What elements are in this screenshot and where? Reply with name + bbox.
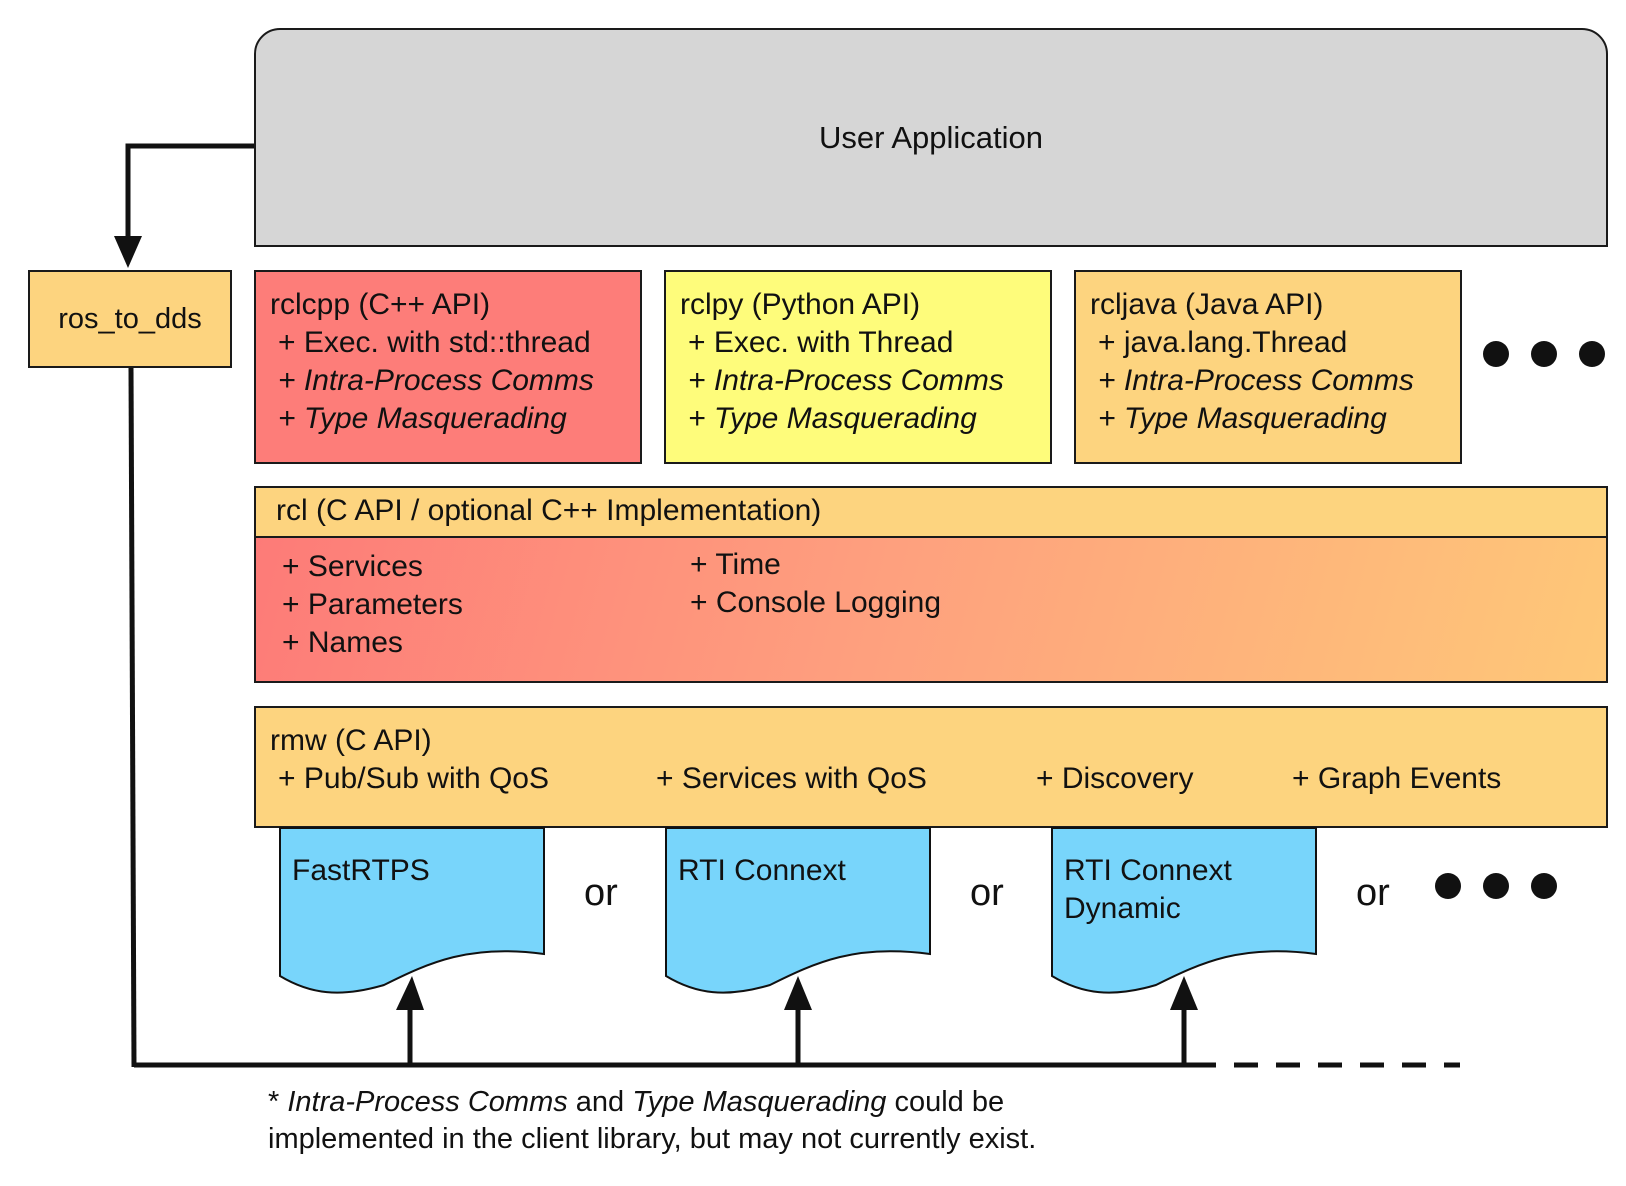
client-library-rcljava: rcljava (Java API) + java.lang.Thread + …	[1074, 270, 1462, 464]
ellipsis-dot	[1483, 873, 1509, 899]
footnote-term: Type Masquerading	[632, 1086, 887, 1118]
rcl-feature: + Time	[690, 548, 781, 581]
rcl-feature: + Names	[282, 626, 403, 659]
arrow-head-up	[784, 976, 812, 1010]
rcl-feature: + Console Logging	[690, 586, 942, 619]
implementation-label-rti-connext-dynamic: RTI Connext Dynamic	[1064, 852, 1232, 928]
user-app-connector-line	[125, 143, 254, 244]
rcl-feature: + Services	[282, 550, 423, 583]
arrow-head-up	[396, 976, 424, 1010]
footnote-text: and	[567, 1086, 633, 1118]
rmw-title: rmw (C API)	[270, 724, 432, 757]
implementation-shape-fastrtps	[279, 827, 545, 994]
client-library-title: rcljava (Java API)	[1090, 288, 1324, 321]
client-library-feature: + java.lang.Thread	[1098, 326, 1348, 359]
ros-to-dds-label: ros_to_dds	[58, 302, 202, 335]
rmw-feature: + Services with QoS	[656, 762, 927, 795]
footnote-text: could be	[886, 1086, 1005, 1118]
ellipsis-dot	[1531, 873, 1557, 899]
implementation-label-rti-connext: RTI Connext	[678, 852, 846, 890]
ellipsis-dot	[1531, 341, 1557, 367]
ellipsis-dot	[1579, 341, 1605, 367]
user-application-label: User Application	[818, 119, 1043, 155]
client-library-title: rclpy (Python API)	[680, 288, 921, 321]
arrow-head-up	[1170, 976, 1198, 1010]
rmw-layer: rmw (C API) + Pub/Sub with QoS + Service…	[254, 706, 1608, 828]
footnote-star: *	[268, 1086, 288, 1118]
rmw-feature: + Discovery	[1036, 762, 1194, 795]
ros-to-dds-box: ros_to_dds	[28, 270, 232, 368]
implementation-line: RTI Connext	[1064, 854, 1232, 887]
client-library-feature: + Type Masquerading	[688, 402, 977, 435]
rcl-body: + Services + Parameters + Names + Time +…	[256, 538, 1606, 681]
client-library-feature: + Intra-Process Comms	[278, 364, 594, 397]
implementation-shape-rti-connext-dynamic	[1051, 827, 1317, 994]
implementation-label-fastrtps: FastRTPS	[292, 852, 430, 890]
client-library-rclcpp: rclcpp (C++ API) + Exec. with std::threa…	[254, 270, 642, 464]
client-library-feature: + Type Masquerading	[278, 402, 567, 435]
client-library-feature: + Intra-Process Comms	[1098, 364, 1414, 397]
user-application-layer: User Application	[254, 28, 1608, 247]
client-library-feature: + Type Masquerading	[1098, 402, 1387, 435]
client-library-feature: + Intra-Process Comms	[688, 364, 1004, 397]
footnote-line-1: * Intra-Process Comms and Type Masquerad…	[268, 1084, 1036, 1121]
rmw-feature: + Graph Events	[1292, 762, 1502, 795]
footnote: * Intra-Process Comms and Type Masquerad…	[268, 1084, 1036, 1158]
rcl-feature: + Parameters	[282, 588, 463, 621]
ellipsis-dot	[1483, 341, 1509, 367]
client-library-feature: + Exec. with std::thread	[278, 326, 591, 359]
client-library-title: rclcpp (C++ API)	[270, 288, 491, 321]
implementation-line: FastRTPS	[292, 854, 430, 887]
arrow-head-down	[114, 236, 142, 268]
rcl-layer: rcl (C API / optional C++ Implementation…	[254, 486, 1608, 683]
implementation-line: Dynamic	[1064, 892, 1181, 925]
client-library-feature: + Exec. with Thread	[688, 326, 954, 359]
rcl-features-left: + Services + Parameters + Names	[282, 548, 463, 662]
or-separator: or	[970, 872, 1004, 914]
rmw-feature: + Pub/Sub with QoS	[278, 762, 549, 795]
footnote-term: Intra-Process Comms	[287, 1086, 568, 1118]
footnote-line-2: implemented in the client library, but m…	[268, 1123, 1037, 1155]
implementation-line: RTI Connext	[678, 854, 846, 887]
rcl-features-right: + Time + Console Logging	[690, 546, 941, 622]
or-separator: or	[584, 872, 618, 914]
ellipsis-dot	[1435, 873, 1461, 899]
or-separator: or	[1356, 872, 1390, 914]
client-library-rclpy: rclpy (Python API) + Exec. with Thread +…	[664, 270, 1052, 464]
implementation-shape-rti-connext	[665, 827, 931, 994]
ros-to-dds-bus-line	[128, 367, 137, 1068]
rcl-title: rcl (C API / optional C++ Implementation…	[256, 488, 1606, 538]
